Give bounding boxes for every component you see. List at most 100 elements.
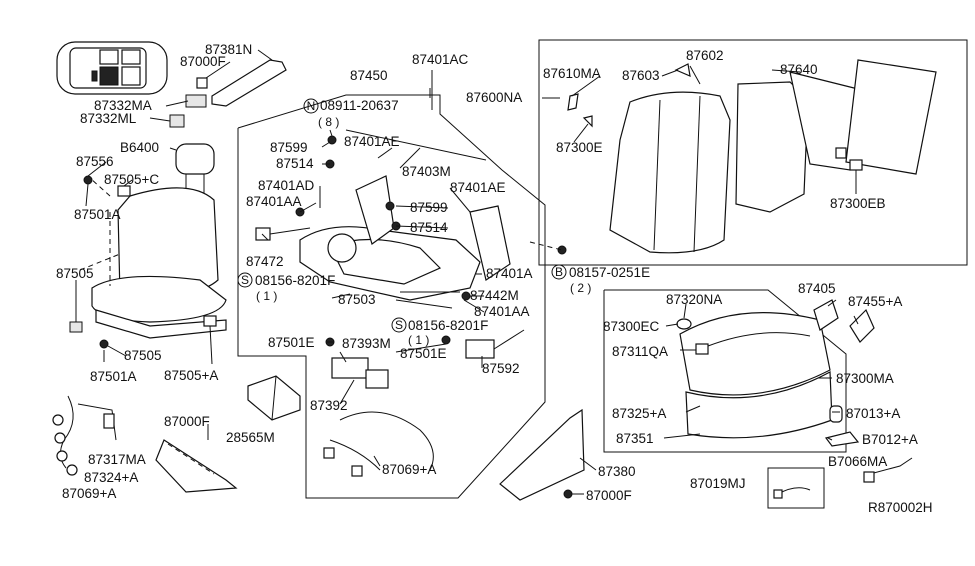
cover-87013A-icon xyxy=(829,405,843,423)
label-87392[interactable]: 87392 xyxy=(310,398,348,413)
motor-87592-drawing xyxy=(465,329,525,359)
label-87505C[interactable]: 87505+C xyxy=(104,172,159,187)
label-87401A[interactable]: 87401A xyxy=(486,266,533,281)
label-87332MA[interactable]: 87332MA xyxy=(94,98,152,113)
label-87455A[interactable]: 87455+A xyxy=(848,294,902,309)
label-87311QA[interactable]: 87311QA xyxy=(612,344,668,359)
marker-s-b-icon: S xyxy=(391,317,407,333)
trim-87455A-icon xyxy=(849,308,875,343)
label-87401AA-a[interactable]: 87401AA xyxy=(246,194,302,209)
seat-trim-87381N xyxy=(211,59,287,107)
label-87501E-a[interactable]: 87501E xyxy=(268,335,315,350)
label-08911[interactable]: 08911-20637 xyxy=(320,98,399,113)
label-08156-b[interactable]: 08156-8201F xyxy=(408,318,488,333)
seat-frame-87450-drawing xyxy=(299,175,511,309)
label-87300MA[interactable]: 87300MA xyxy=(836,371,894,386)
svg-text:N: N xyxy=(307,99,316,113)
clip-87603-icon xyxy=(674,63,691,77)
label-87325A[interactable]: 87325+A xyxy=(612,406,666,421)
label-87000F-c[interactable]: 87000F xyxy=(586,488,632,503)
label-87505A[interactable]: 87505+A xyxy=(164,368,218,383)
pad-87311QA-icon xyxy=(695,343,709,355)
label-87332ML[interactable]: 87332ML xyxy=(80,111,137,126)
label-87069A-a[interactable]: 87069+A xyxy=(62,486,116,501)
label-87450[interactable]: 87450 xyxy=(350,68,388,83)
label-87401AE-a[interactable]: 87401AE xyxy=(344,134,400,149)
label-08157[interactable]: 08157-0251E xyxy=(569,265,650,280)
cover-87012A-icon xyxy=(824,431,860,447)
label-B6400[interactable]: B6400 xyxy=(120,140,159,155)
rod-87403M-drawing xyxy=(345,129,487,161)
label-87599-b[interactable]: 87599 xyxy=(410,200,448,215)
label-87503[interactable]: 87503 xyxy=(338,292,376,307)
label-87401AC[interactable]: 87401AC xyxy=(412,52,469,67)
label-87317MA[interactable]: 87317MA xyxy=(88,452,146,467)
label-87069A-b[interactable]: 87069+A xyxy=(382,462,436,477)
label-87401AA-b[interactable]: 87401AA xyxy=(474,304,530,319)
label-87603[interactable]: 87603 xyxy=(622,68,660,83)
bracket-87505A-icon xyxy=(203,315,217,327)
label-87592[interactable]: 87592 xyxy=(482,361,520,376)
label-87401AD[interactable]: 87401AD xyxy=(258,178,315,193)
label-87381N[interactable]: 87381N xyxy=(205,42,252,57)
label-87501A-a[interactable]: 87501A xyxy=(74,207,121,222)
label-87013A[interactable]: 87013+A xyxy=(846,406,900,421)
label-08156-a-qty: ( 1 ) xyxy=(256,289,277,303)
label-87300EB[interactable]: 87300EB xyxy=(830,196,886,211)
clip-87501A-icon xyxy=(99,339,109,349)
label-87472[interactable]: 87472 xyxy=(246,254,284,269)
seat-assembly-drawing xyxy=(79,143,227,339)
label-87600NA[interactable]: 87600NA xyxy=(466,90,522,105)
dash-leader-backrest xyxy=(529,241,563,251)
label-87610MA[interactable]: 87610MA xyxy=(543,66,601,81)
screw-87556-icon xyxy=(83,175,93,185)
label-87324A[interactable]: 87324+A xyxy=(84,470,138,485)
seatback-87600NA-drawing xyxy=(609,91,731,254)
harness-87069A-center-drawing xyxy=(323,411,434,477)
label-87351[interactable]: 87351 xyxy=(616,431,654,446)
label-87405[interactable]: 87405 xyxy=(798,281,836,296)
svg-text:S: S xyxy=(395,318,403,332)
label-87556[interactable]: 87556 xyxy=(76,154,114,169)
svg-text:B: B xyxy=(555,265,563,279)
label-87393M[interactable]: 87393M xyxy=(342,336,391,351)
label-87599-a[interactable]: 87599 xyxy=(270,140,308,155)
label-87000F-b[interactable]: 87000F xyxy=(164,414,210,429)
label-87501E-b[interactable]: 87501E xyxy=(400,346,447,361)
box-87019MJ xyxy=(767,467,825,509)
label-87602[interactable]: 87602 xyxy=(686,48,724,63)
diagram-id: R870002H xyxy=(868,500,933,515)
label-87300E[interactable]: 87300E xyxy=(556,140,603,155)
label-87019MJ[interactable]: 87019MJ xyxy=(690,476,746,491)
label-87066MA[interactable]: B7066MA xyxy=(828,454,887,469)
label-87012A[interactable]: B7012+A xyxy=(862,432,918,447)
label-87000F-a[interactable]: 87000F xyxy=(180,54,226,69)
clip-87505-icon xyxy=(69,321,83,333)
label-87514-b[interactable]: 87514 xyxy=(410,220,448,235)
clip-87000F-icon xyxy=(196,77,208,89)
label-87401AE-b[interactable]: 87401AE xyxy=(450,180,506,195)
label-87514-a[interactable]: 87514 xyxy=(276,156,314,171)
label-87505-a[interactable]: 87505 xyxy=(56,266,94,281)
label-87300EC[interactable]: 87300EC xyxy=(603,319,660,334)
label-08156-a[interactable]: 08156-8201F xyxy=(255,273,335,288)
label-87380[interactable]: 87380 xyxy=(598,464,636,479)
label-87501A-b[interactable]: 87501A xyxy=(90,369,137,384)
harness-87066MA-icon xyxy=(863,457,913,483)
bracket-87505C-icon xyxy=(117,185,131,197)
label-28565M[interactable]: 28565M xyxy=(226,430,275,445)
label-87320NA[interactable]: 87320NA xyxy=(666,292,722,307)
module-28565M-drawing xyxy=(247,375,301,421)
frame-87640-drawing xyxy=(735,59,937,213)
label-87640[interactable]: 87640 xyxy=(780,62,818,77)
marker-n-icon: N xyxy=(303,98,319,114)
backrest-frame xyxy=(538,39,968,266)
label-08911-qty: ( 8 ) xyxy=(318,115,339,129)
label-87403M[interactable]: 87403M xyxy=(402,164,451,179)
knob-87332ML-icon xyxy=(169,114,185,128)
label-87505-b[interactable]: 87505 xyxy=(124,348,162,363)
svg-text:S: S xyxy=(241,273,249,287)
clip-87000F-c-icon xyxy=(563,489,573,499)
label-87442M[interactable]: 87442M xyxy=(470,288,519,303)
